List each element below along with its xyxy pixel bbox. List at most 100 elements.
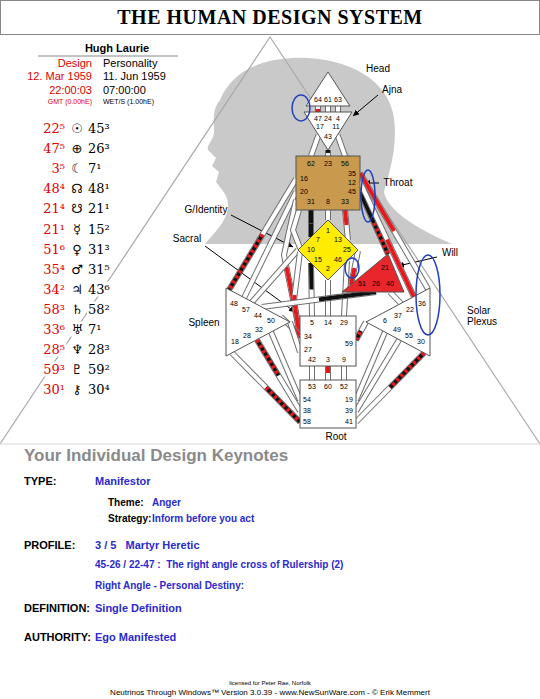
channel-outline: [390, 292, 401, 304]
gate-number: 28: [243, 332, 251, 340]
gate-number: 13: [334, 236, 342, 244]
channel-outline: [232, 353, 300, 422]
time-zone: WET/S (1.00hE): [103, 98, 154, 105]
gate-number: 22: [406, 306, 414, 314]
keynote-key: Theme:: [108, 497, 144, 508]
center-shape: [366, 288, 430, 356]
center-name: Head: [366, 63, 390, 74]
center: 514293459274239: [300, 316, 356, 366]
channel: [356, 332, 385, 400]
design-gate: 22⁵: [42, 121, 66, 136]
panel-divider: [0, 444, 540, 445]
gate-number: 48: [230, 300, 238, 308]
keynote-value: Inform before you act: [152, 513, 254, 524]
center-outline: [226, 288, 290, 356]
keynote-value: 45-26 / 22-47 : The right angle cross of…: [95, 559, 343, 570]
design-gate: 21⁴: [42, 201, 66, 216]
column-head: Personality: [103, 57, 157, 69]
keynote-key: AUTHORITY:: [24, 631, 91, 643]
channel-activation: [356, 331, 361, 340]
design-gate: 28⁵: [42, 342, 66, 357]
gate-number: 59: [345, 340, 353, 348]
channel-outline: [308, 210, 314, 237]
channel-outline: [290, 322, 300, 352]
personality-gate: 48¹: [87, 181, 111, 196]
gate-number: 56: [341, 160, 349, 168]
planet-symbol: ☾: [70, 161, 84, 176]
gate-number: 9: [342, 356, 346, 364]
channel-core: [311, 135, 319, 156]
channel: [311, 210, 312, 237]
birth-time: 22:00:03: [49, 84, 92, 96]
gate-number: 57: [242, 306, 250, 314]
gate-number: 38: [303, 407, 311, 415]
gate-number: 37: [394, 312, 402, 320]
channel: [338, 106, 339, 112]
design-gate: 30¹: [42, 382, 66, 397]
gate-number: 8: [326, 198, 330, 206]
design-gate: 21¹: [42, 221, 66, 236]
channel-core: [356, 353, 424, 422]
channel-core: [356, 332, 385, 400]
page-title: THE HUMAN DESIGN SYSTEM: [0, 0, 540, 35]
gate-number: 43: [324, 133, 332, 141]
gate-number: 44: [254, 312, 262, 320]
gate-number: 35: [348, 170, 356, 178]
channel: [312, 366, 313, 380]
center-name: Spleen: [188, 317, 219, 328]
channel: [271, 332, 300, 400]
keynote-value: 3 / 5 Martyr Heretic: [95, 539, 200, 551]
channel-activation: [319, 292, 376, 299]
gate-number: 60: [324, 383, 332, 391]
gate-number: 33: [341, 198, 349, 206]
center-name: G/Identity: [185, 204, 228, 215]
gate-number: 21: [381, 264, 389, 272]
channel-core: [262, 292, 376, 307]
personality-gate: 7¹: [87, 161, 102, 176]
planet-symbol: ♆: [70, 342, 84, 357]
channel-core: [294, 252, 300, 338]
channel-outline: [356, 322, 366, 340]
channel-core: [252, 250, 298, 302]
gate-number: 46: [334, 256, 342, 264]
channel: [293, 210, 300, 248]
planet-symbol: ☋: [70, 201, 84, 216]
gate-number: 55: [405, 332, 413, 340]
gate-number: 20: [300, 188, 308, 196]
gate-number: 47: [314, 115, 322, 123]
channel-outline: [262, 292, 376, 307]
center: 21512640: [342, 254, 404, 292]
channel: [318, 106, 319, 112]
center-name: Throat: [384, 177, 413, 188]
planet-symbol: ♀: [71, 241, 83, 256]
person-name: Hugh Laurie: [85, 42, 149, 54]
center-outline: [298, 220, 358, 280]
channel-activation: [390, 353, 424, 388]
channel-core: [309, 210, 313, 237]
gate-number: 4: [336, 115, 340, 123]
gate-number: 7: [316, 236, 320, 244]
birth-date: 11. Jun 1959: [103, 70, 166, 82]
personality-gate: 21¹: [87, 201, 111, 216]
section-heading: Your Individual Design Keynotes: [24, 446, 288, 466]
personality-gate: 28³: [87, 342, 111, 357]
gate-number: 51: [358, 280, 366, 288]
gate-number: 24: [324, 115, 332, 123]
design-gate: 59³: [42, 362, 66, 377]
keynote-value: Ego Manifested: [95, 631, 176, 643]
title-band: [1, 1, 540, 35]
highlight-ellipse: [292, 95, 310, 121]
gate-number: 25: [343, 246, 351, 254]
leader-arrow: [398, 257, 437, 266]
center: 622356351612204531833: [296, 156, 360, 210]
design-gate: 34²: [42, 281, 66, 296]
channel-outline: [325, 366, 331, 380]
center-name: Sacral: [173, 233, 201, 244]
gate-number: 17: [316, 123, 324, 131]
channel: [262, 292, 376, 307]
keynote-key: DEFINITION:: [24, 602, 90, 614]
channel: [344, 366, 345, 380]
birth-time: 07:00:00: [103, 84, 146, 96]
channel: [328, 366, 329, 380]
center-outline: [304, 112, 352, 150]
